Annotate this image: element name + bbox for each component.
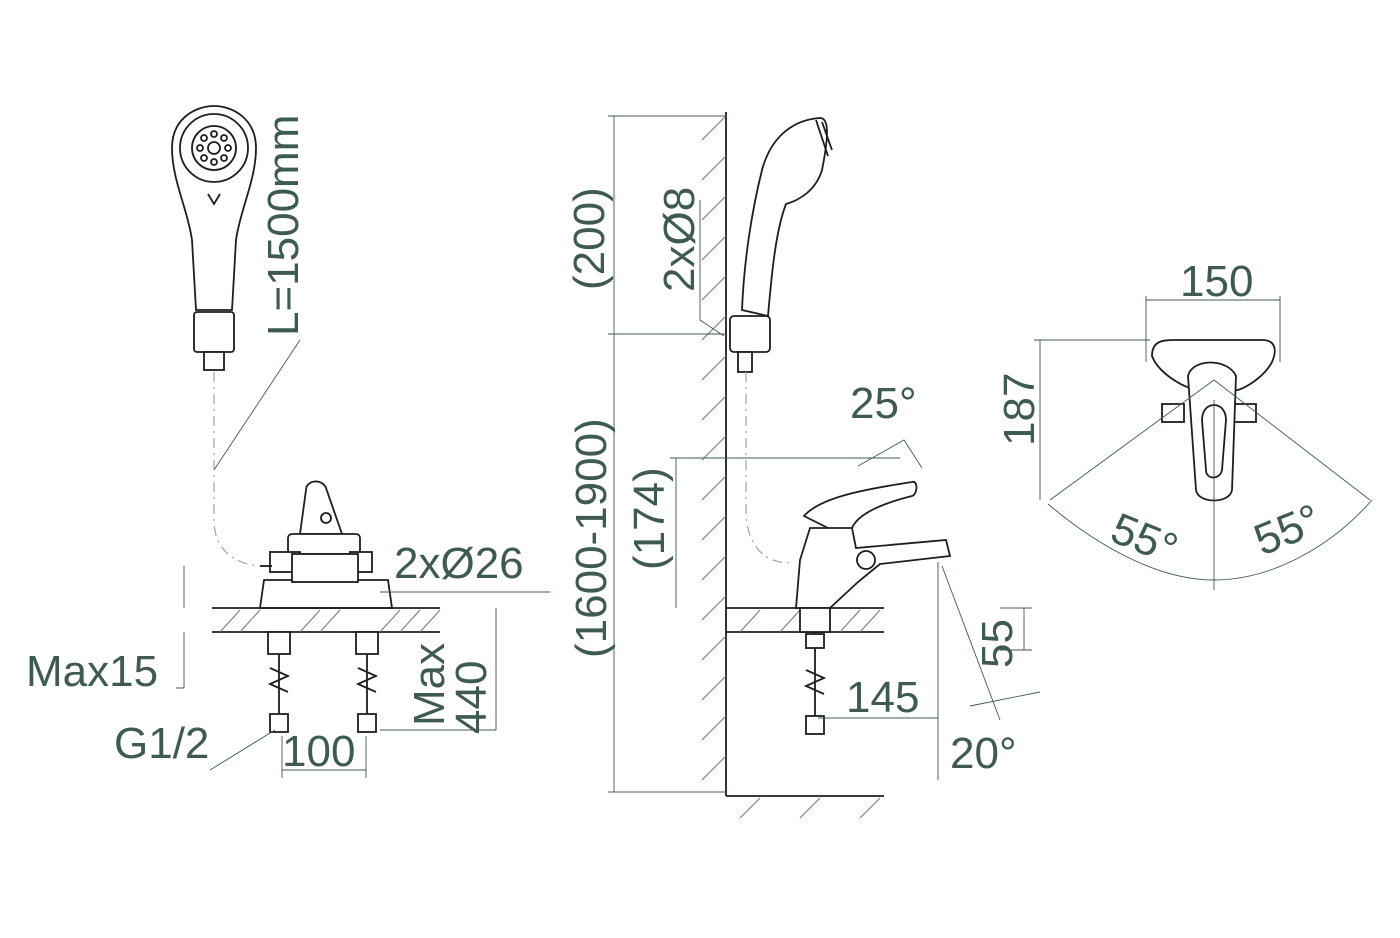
height-55-label: 55: [973, 619, 1022, 668]
swing-left-label: 55°: [1104, 504, 1184, 574]
supply-pipes: [267, 631, 379, 733]
shower-hose: [213, 372, 273, 567]
depth-145-label: 145: [846, 673, 919, 722]
hose-length-label: L=1500mm: [259, 115, 308, 336]
hand-shower-icon: [171, 105, 257, 371]
thread-label: G1/2: [114, 719, 209, 768]
top-view: 150 187 55° 55°: [995, 257, 1373, 590]
inlet-spacing-label: 100: [282, 727, 355, 776]
hand-shower-side-icon: [729, 117, 833, 373]
wall: [701, 112, 884, 819]
width-150-label: 150: [1180, 257, 1253, 306]
depth-187-label: 187: [995, 373, 1044, 446]
bath-mixer-side: [795, 481, 952, 735]
max-counter-label: Max15: [26, 647, 158, 696]
lever-angle-label: 25°: [850, 379, 917, 428]
height-range-label: (1600-1900): [567, 418, 616, 658]
spray-nozzles-icon: [196, 130, 232, 166]
max-440-label-a: Max: [405, 643, 454, 726]
counter-top: [212, 607, 441, 633]
max-440-label-b: 440: [447, 661, 496, 734]
mixer-top-outline: [1151, 339, 1276, 502]
height-174-label: (174): [625, 467, 674, 570]
side-hose: [745, 372, 795, 564]
swing-right-label: 55°: [1247, 495, 1327, 565]
bath-mixer-front: [258, 480, 394, 609]
side-view: (200) 2xØ8 (1600-1900) (174) 25° 145 55 …: [565, 112, 1041, 819]
inlet-diameter-label: 2xØ26: [394, 539, 524, 588]
mount-holes-label: 2xØ8: [655, 187, 704, 292]
front-view: L=1500mm: [26, 105, 550, 778]
height-200-label: (200): [565, 187, 614, 290]
spout-angle-label: 20°: [950, 729, 1017, 778]
